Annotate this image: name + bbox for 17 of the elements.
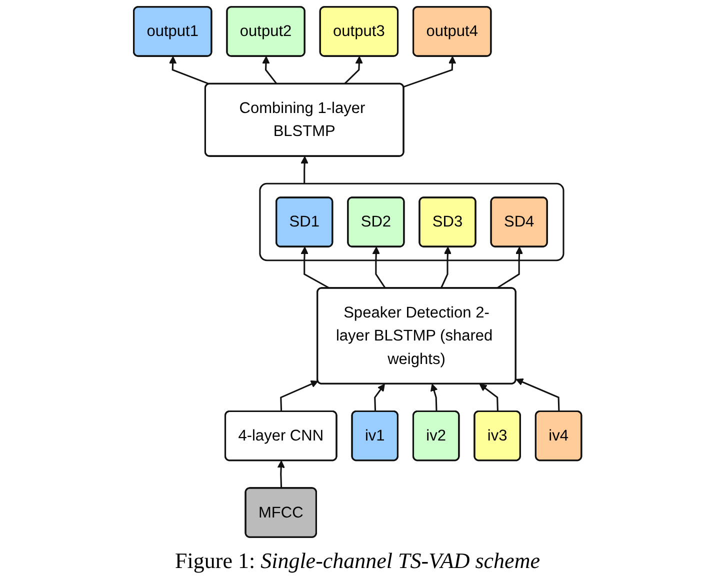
arrow	[430, 384, 438, 412]
arrow	[280, 380, 318, 412]
arrow	[262, 56, 278, 85]
arrow	[374, 384, 385, 412]
arrow	[300, 246, 330, 290]
arrow	[479, 384, 498, 412]
arrow	[403, 56, 456, 88]
arrow	[168, 56, 210, 85]
figure-caption: Figure 1: Single-channel TS-VAD scheme	[175, 547, 540, 575]
arrow	[440, 246, 452, 289]
cluster	[259, 182, 564, 262]
arrow	[496, 246, 523, 290]
arrow	[344, 56, 363, 85]
arrow	[277, 460, 285, 488]
arrow	[516, 378, 560, 412]
arrow	[372, 246, 386, 289]
arrow	[300, 156, 308, 184]
